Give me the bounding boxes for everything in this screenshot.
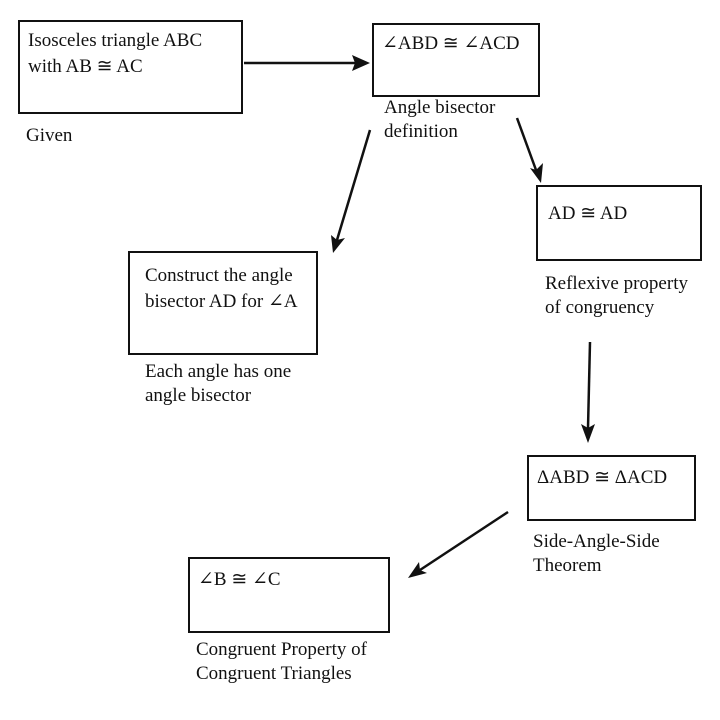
step-reflexive-reason: Reflexive property of congruency — [545, 273, 688, 318]
step-sas-box: ΔABD ≅ ΔACD — [527, 455, 696, 521]
step-given-box: Isosceles triangle ABC with AB ≅ AC — [18, 20, 243, 114]
arrow-head — [352, 55, 370, 71]
step-reflexive-statement: AD ≅ AD — [548, 203, 628, 224]
arrow-head — [408, 562, 427, 578]
step-conclusion-reason: Congruent Property of Congruent Triangle… — [196, 639, 367, 684]
arrow-head — [331, 235, 345, 253]
step-angles-box: ∠ABD ≅ ∠ACD — [372, 23, 540, 97]
arrow-head — [581, 424, 595, 443]
step-conclusion-statement: ∠B ≅ ∠C — [198, 569, 281, 590]
step-angles-reason: Angle bisector definition — [384, 97, 496, 142]
step-given-statement: Isosceles triangle ABC with AB ≅ AC — [28, 30, 203, 77]
step-conclusion-box: ∠B ≅ ∠C — [188, 557, 390, 633]
step-angles-statement: ∠ABD ≅ ∠ACD — [382, 33, 520, 54]
arrow-head — [530, 163, 543, 183]
arrow-angles-to-construct — [335, 129, 372, 241]
arrow-angles-to-reflexive — [515, 117, 538, 171]
step-sas-statement: ΔABD ≅ ΔACD — [537, 467, 668, 488]
step-construct-statement: Construct the angle bisector AD for ∠A — [145, 265, 298, 312]
arrow-sas-to-conclusion — [419, 510, 509, 572]
arrow-reflexive-to-sas — [586, 341, 592, 429]
step-reflexive-box: AD ≅ AD — [536, 185, 702, 261]
step-sas-reason: Side-Angle-Side Theorem — [533, 531, 660, 576]
step-construct-box: Construct the angle bisector AD for ∠A — [128, 251, 318, 355]
step-given-reason: Given — [26, 125, 73, 146]
step-construct-reason: Each angle has one angle bisector — [145, 361, 292, 406]
